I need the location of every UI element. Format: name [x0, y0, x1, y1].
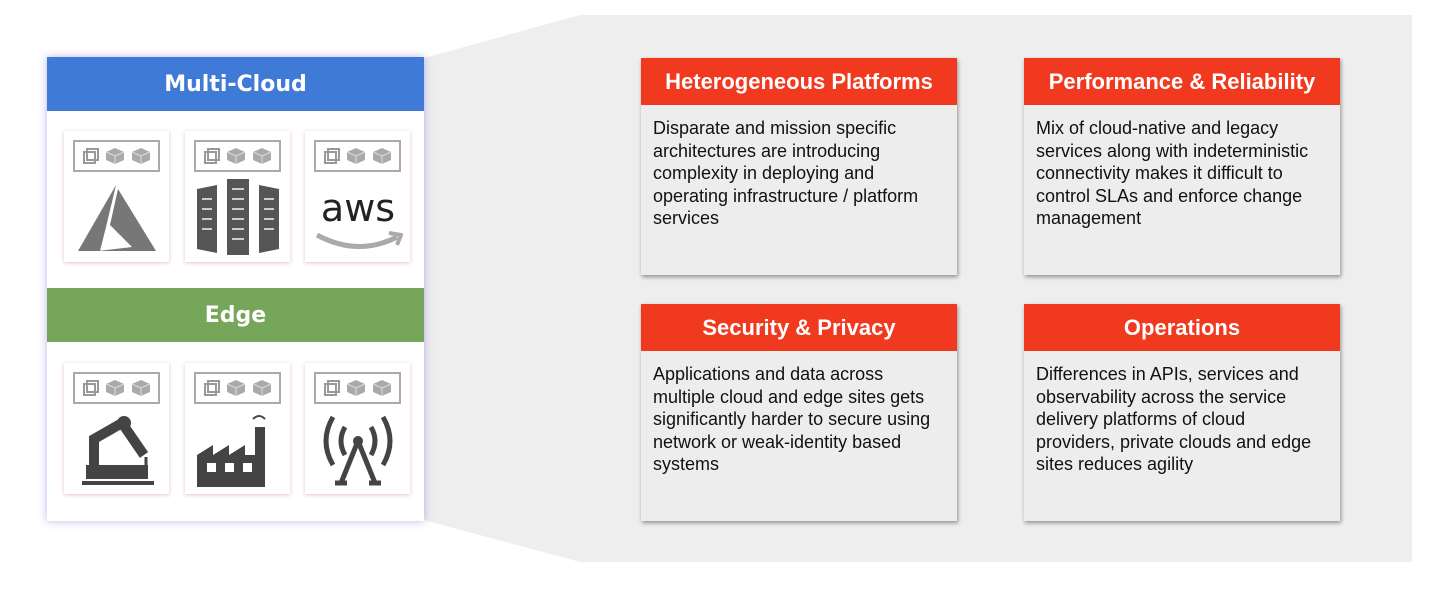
- cube-icon: [106, 148, 125, 164]
- copy-icon: [203, 148, 220, 164]
- platform-tile: aws: [305, 131, 410, 262]
- platform-tile: [185, 363, 290, 494]
- cube-icon: [106, 380, 125, 396]
- card-body: Mix of cloud-native and legacy services …: [1036, 118, 1309, 228]
- azure-logo: [78, 185, 156, 251]
- copy-icon: [323, 148, 340, 164]
- aws-logo: aws: [315, 186, 403, 249]
- cube-icon: [131, 148, 151, 164]
- platform-tile: [305, 363, 410, 494]
- platform-tile: [64, 363, 169, 494]
- copy-icon: [82, 148, 99, 164]
- cube-icon: [227, 380, 246, 396]
- multi-cloud-header: Multi-Cloud: [47, 57, 424, 111]
- copy-icon: [323, 380, 340, 396]
- workload-bar: [73, 372, 160, 404]
- cell-tower-icon: [323, 415, 393, 486]
- workload-bar: [73, 140, 160, 172]
- server-rack-icon: [197, 179, 279, 255]
- copy-icon: [82, 380, 99, 396]
- card-body: Differences in APIs, services and observ…: [1036, 364, 1312, 474]
- card-title: Heterogeneous Platforms: [641, 58, 957, 105]
- card-title: Security & Privacy: [641, 304, 957, 351]
- cube-icon: [347, 380, 366, 396]
- cube-icon: [227, 148, 246, 164]
- cube-icon: [252, 380, 272, 396]
- edge-header: Edge: [47, 288, 424, 342]
- workload-bar: [314, 140, 401, 172]
- workload-bar: [314, 372, 401, 404]
- workload-bar: [194, 372, 281, 404]
- copy-icon: [203, 380, 220, 396]
- platform-tile: [64, 131, 169, 262]
- workload-bar: [194, 140, 281, 172]
- platform-tile: [185, 131, 290, 262]
- svg-text:aws: aws: [321, 186, 395, 230]
- cube-icon: [372, 148, 392, 164]
- card-body: Disparate and mission specific architect…: [653, 118, 919, 228]
- card-body: Applications and data across multiple cl…: [653, 364, 931, 474]
- cube-icon: [131, 380, 151, 396]
- factory-icon: [197, 415, 266, 487]
- card-title: Performance & Reliability: [1024, 58, 1340, 105]
- environment-panel: Multi-Cloud Edge aws: [47, 57, 424, 521]
- cube-icon: [347, 148, 366, 164]
- card-title: Operations: [1024, 304, 1340, 351]
- robot-arm-icon: [82, 416, 154, 485]
- cube-icon: [252, 148, 272, 164]
- cube-icon: [372, 380, 392, 396]
